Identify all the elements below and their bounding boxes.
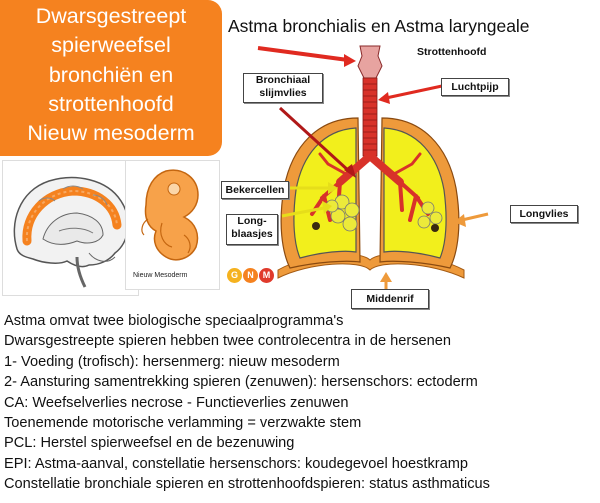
embryo-icon: [141, 169, 199, 261]
description-line-3: 1- Voeding (trofisch): hersenmerg: nieuw…: [4, 353, 340, 370]
embryo-illustration: Nieuw Mesoderm: [125, 160, 220, 290]
box-line-1: Dwarsgestreept: [35, 4, 187, 28]
pointer-lines: [257, 46, 489, 290]
description-block: Astma omvat twee biologische speciaalpro…: [4, 311, 598, 495]
lung-anatomy-diagram: [257, 45, 489, 290]
label-luchtpijp: Luchtpijp: [441, 78, 509, 96]
label-bekercellen: Bekercellen: [221, 181, 289, 199]
brain-icon: [13, 176, 129, 288]
alveoli-right: [417, 201, 443, 229]
description-line-6: Toenemende motorische verlamming = verzw…: [4, 415, 362, 432]
label-bronchiaal-slijmvlies: Bronchiaal slijmvlies: [243, 73, 323, 103]
highlight-box: Dwarsgestreept spierweefsel bronchiën en…: [0, 0, 222, 156]
box-line-5: Nieuw mesoderm: [27, 121, 195, 145]
description-line-7: PCL: Herstel spierweefsel en de bezenuwi…: [4, 435, 295, 452]
description-line-2: Dwarsgestreepte spieren hebben twee cont…: [4, 333, 452, 350]
gnm-badge-m: M: [259, 268, 274, 283]
larynx-shape: [357, 45, 383, 79]
label-longvlies: Longvlies: [510, 205, 578, 223]
description-line-1: Astma omvat twee biologische speciaalpro…: [4, 313, 344, 329]
embryo-caption: Nieuw Mesoderm: [133, 272, 188, 279]
alveolus-detail-left: [312, 222, 320, 230]
box-line-4: strottenhoofd: [48, 92, 174, 116]
gnm-badge-g: G: [227, 268, 242, 283]
brain-illustration: [2, 160, 139, 296]
gnm-badge-n: N: [243, 268, 258, 283]
page-title: Astma bronchialis en Astma laryngeale: [228, 16, 530, 36]
label-middenrif: Middenrif: [351, 289, 429, 309]
description-line-4: 2- Aansturing samentrekking spieren (zen…: [4, 374, 478, 391]
description-line-8: EPI: Astma-aanval, constellatie hersensc…: [4, 455, 469, 472]
alveolus-detail-right: [431, 224, 439, 232]
box-line-2: spierweefsel: [51, 33, 171, 57]
description-line-9: Constellatie bronchiale spieren en strot…: [4, 476, 490, 493]
label-strottenhoofd: Strottenhoofd: [417, 46, 487, 58]
description-line-5: CA: Weefselverlies necrose - Functieverl…: [4, 394, 349, 411]
label-longblaasjes: Long- blaasjes: [226, 214, 278, 245]
alveoli-left: [325, 194, 360, 232]
box-line-3: bronchiën en: [48, 63, 174, 87]
